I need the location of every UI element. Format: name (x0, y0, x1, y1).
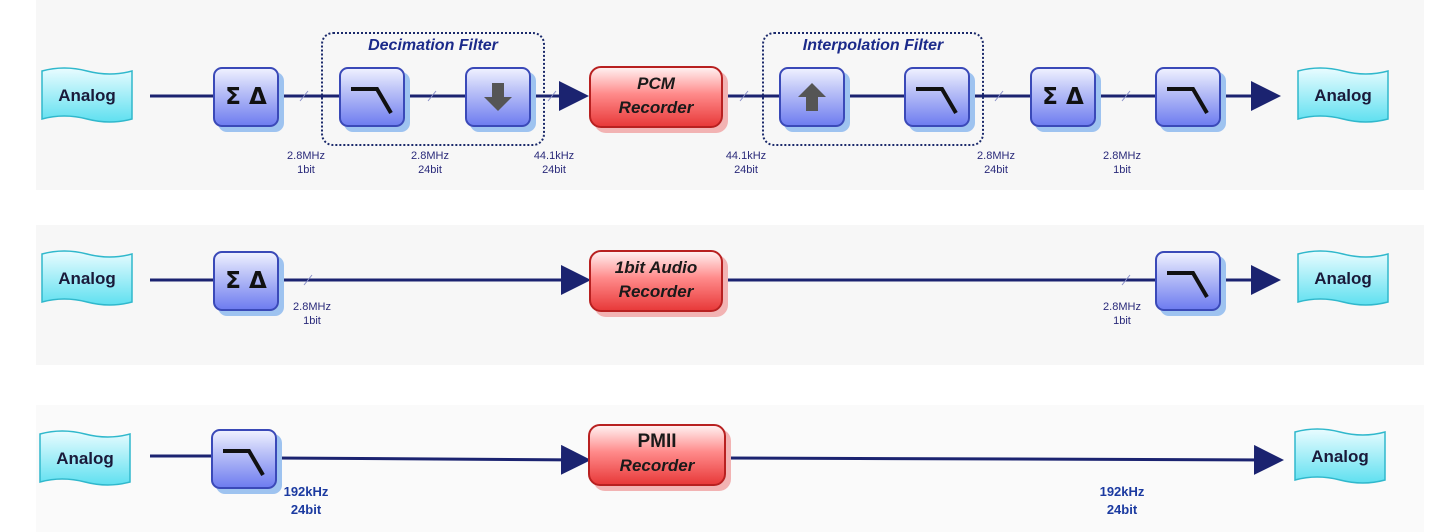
analog-input-label: Analog (56, 449, 114, 468)
pmii-recorder: PMII Recorder (588, 424, 726, 486)
analog-input-row1: Analog (40, 67, 134, 125)
analog-output-row3: Analog (1293, 428, 1387, 486)
lowpass-filter-icon (351, 87, 393, 115)
lowpass-filter-icon (1167, 271, 1209, 299)
pcm-recorder: PCM Recorder (589, 66, 723, 128)
lowpass-filter-icon (916, 87, 958, 115)
lowpass-filter-icon (1167, 87, 1209, 115)
lowpass-filter-block (904, 67, 970, 127)
arrow-down-icon (484, 83, 512, 111)
analog-input-label: Analog (58, 86, 116, 105)
lowpass-filter-icon (223, 449, 265, 477)
lowpass-filter-block (211, 429, 277, 489)
analog-output-row2: Analog (1296, 250, 1390, 308)
sigma-delta-modulator: Σ Δ (213, 67, 279, 127)
decimation-filter-group: Decimation Filter (321, 32, 545, 146)
arrow-up-icon (798, 83, 826, 111)
decimation-filter-label: Decimation Filter (368, 37, 498, 54)
row3-wire-out (724, 444, 1284, 475)
row3-wire-a (275, 444, 591, 475)
analog-output-label: Analog (1314, 269, 1372, 288)
lowpass-filter-block (339, 67, 405, 127)
interpolation-filter-label: Interpolation Filter (802, 37, 944, 54)
analog-output-label: Analog (1314, 86, 1372, 105)
lowpass-filter-block (1155, 67, 1221, 127)
sigma-delta-modulator: Σ Δ (213, 251, 279, 311)
upsample-block (779, 67, 845, 127)
analog-output-label: Analog (1311, 447, 1369, 466)
1bit-audio-recorder: 1bit Audio Recorder (589, 250, 723, 312)
analog-input-label: Analog (58, 269, 116, 288)
interpolation-filter-group: Interpolation Filter (762, 32, 984, 146)
lowpass-filter-block (1155, 251, 1221, 311)
sigma-delta-modulator: Σ Δ (1030, 67, 1096, 127)
analog-input-row2: Analog (40, 250, 134, 308)
analog-input-row3: Analog (38, 430, 132, 488)
downsample-block (465, 67, 531, 127)
analog-output-row1: Analog (1296, 67, 1390, 125)
